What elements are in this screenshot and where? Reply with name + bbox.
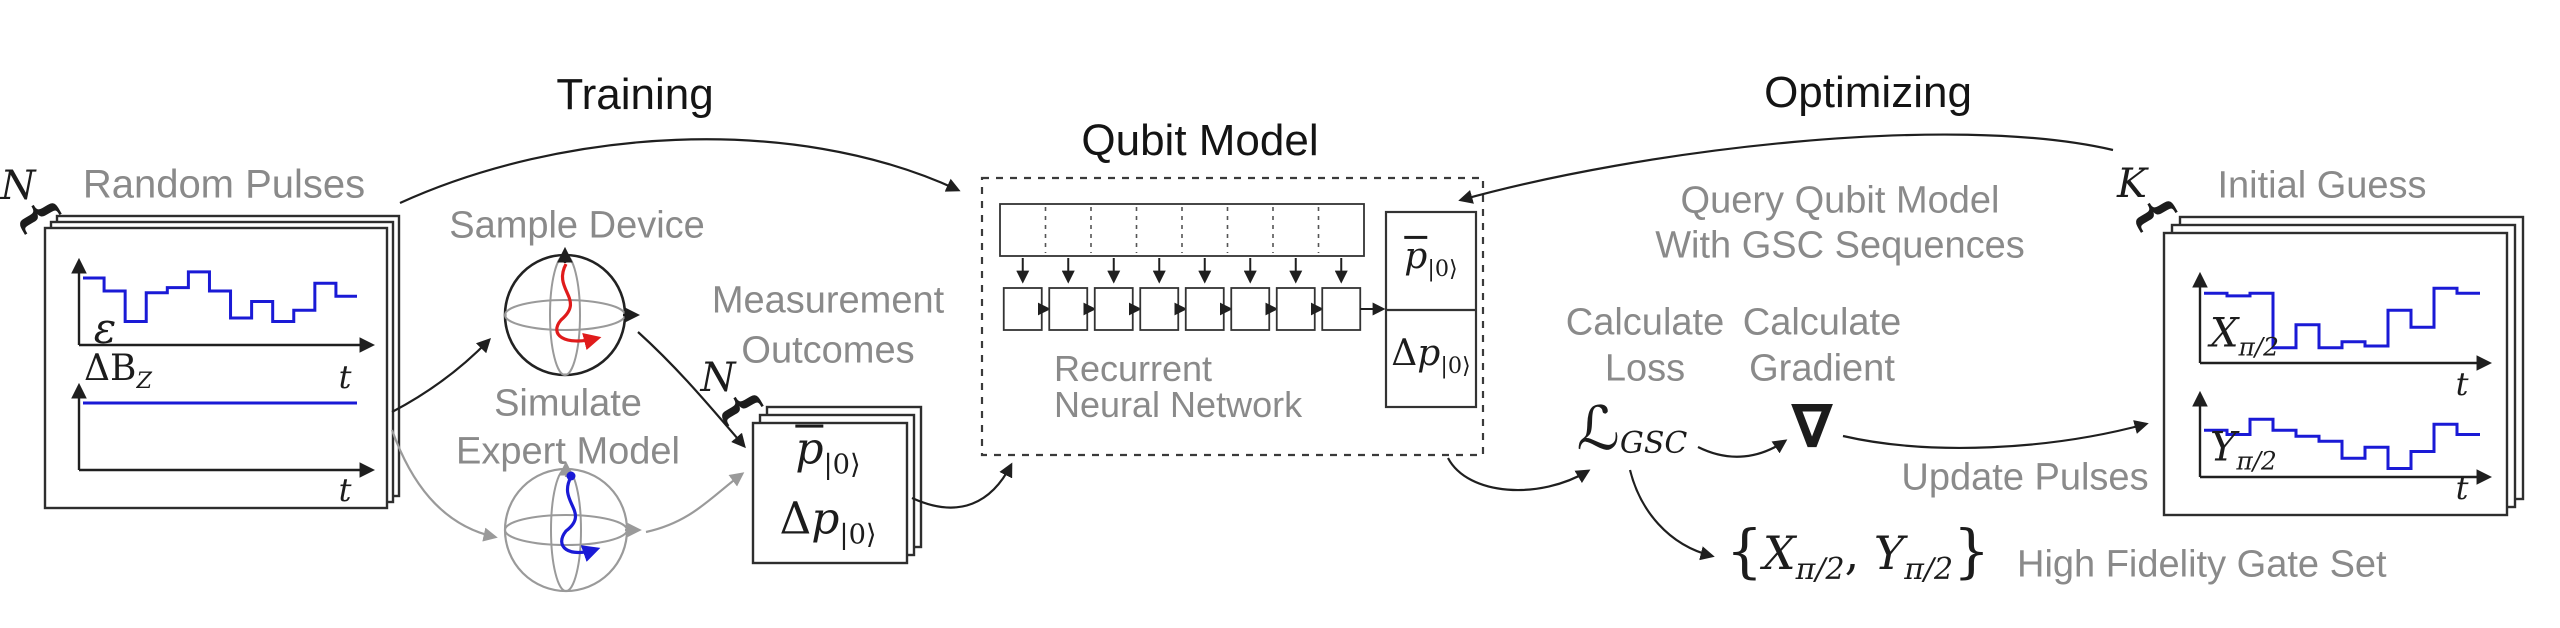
update-pulses-label: Update Pulses [1901, 456, 2149, 499]
rnn-cell [1230, 287, 1271, 331]
calculate-loss-line1: Calculate [1565, 301, 1725, 344]
blue-state-trajectory [560, 476, 601, 562]
initial-guess-card-stack [2162, 215, 2525, 517]
arrow-pulses-to-sample-device [391, 337, 491, 413]
query-label-line1: Query Qubit Model [1680, 179, 2000, 222]
arrow-gradient-to-initial-guess [1842, 420, 2149, 449]
batch-count-n: N [700, 355, 736, 401]
sample-device-title: Sample Device [449, 204, 705, 247]
delta-bz-label: ΔBZ [84, 347, 152, 395]
arrow-sample-to-outcomes [637, 331, 746, 449]
arrow-outcomes-to-qubit-model [911, 462, 1013, 509]
measurement-outcomes-card-stack [751, 405, 923, 565]
gate-set-expression: {Xπ/2, Yπ/2} [1726, 516, 1991, 588]
rnn-cell [1184, 287, 1225, 331]
stage-title-optimizing: Optimizing [1764, 68, 1972, 117]
bloch-sphere-expert-model [503, 461, 642, 593]
calculate-gradient-line2: Gradient [1749, 347, 1895, 390]
arrow-qubit-model-to-loss [1447, 457, 1591, 492]
expert-model-title-line2: Expert Model [456, 430, 680, 473]
rnn-cell [1002, 287, 1043, 331]
random-pulses-card-stack [43, 214, 401, 510]
expert-model-title-line1: Simulate [494, 382, 642, 425]
time-label: t [338, 358, 352, 396]
x_pi_2_pulse-step-line [2204, 286, 2480, 350]
time-label: t [2455, 469, 2469, 507]
output-mean-p: p|0⟩ [1404, 235, 1458, 283]
arrow-pulses-to-expert-model [390, 429, 498, 542]
mean-p-ket0: p|0⟩ [795, 423, 861, 481]
rnn-cell [1048, 287, 1089, 331]
arrow-query-to-qubit-model [1458, 133, 2114, 204]
gradient-nabla-symbol: ∇ [1791, 392, 1833, 462]
y-pi-2-label: Yπ/2 [2210, 424, 2277, 476]
y_pi_2_pulse-step-line [2204, 417, 2480, 470]
query-label-line2: With GSC Sequences [1655, 224, 2025, 267]
rnn-cells [1002, 207, 1386, 331]
arrow-training-to-qubit-model [399, 138, 961, 205]
time-label: t [2455, 365, 2469, 403]
loss-function-symbol: ℒGSC [1576, 394, 1688, 464]
initial-guess-title: Initial Guess [2217, 164, 2427, 207]
rnn-cell [1139, 287, 1180, 331]
measurement-title-line2: Outcomes [741, 329, 915, 372]
rnn-label-line2: Neural Network [1054, 384, 1303, 425]
calculate-loss-line2: Loss [1604, 347, 1686, 390]
qubit-model-box [980, 176, 1485, 457]
stage-title-qubit-model: Qubit Model [1081, 116, 1319, 165]
bloch-sphere-sample-device [503, 246, 641, 377]
rnn-label-line1: Recurrent [1054, 348, 1213, 389]
red-state-trajectory [555, 263, 602, 351]
batch-count-n: N [0, 163, 36, 209]
stage-title-training: Training [556, 70, 714, 119]
epsilon_pulse-step-line [83, 270, 357, 324]
pulse-step-plots [83, 270, 2480, 470]
x-pi-2-label: Xπ/2 [2210, 310, 2279, 362]
rnn-cell [1093, 287, 1134, 331]
rnn-cell [1321, 287, 1362, 331]
measurement-title-line1: Measurement [711, 279, 945, 322]
calculate-gradient-line1: Calculate [1742, 301, 1902, 344]
epsilon-label: ε [93, 303, 117, 353]
arrow-loss-to-gradient [1697, 439, 1788, 458]
time-label: t [338, 471, 352, 509]
arrow-loss-to-gate-set [1628, 469, 1715, 561]
delta-p-ket0: Δp|0⟩ [779, 493, 877, 551]
rnn-cell [1275, 287, 1316, 331]
arrow-expert-to-outcomes [645, 472, 745, 534]
random-pulses-title: Random Pulses [82, 162, 366, 207]
output-delta-p: Δp|0⟩ [1391, 332, 1471, 380]
batch-count-k: K [2117, 161, 2147, 207]
rnn-input-sequence [999, 203, 1365, 257]
high-fidelity-label: High Fidelity Gate Set [2017, 543, 2387, 586]
